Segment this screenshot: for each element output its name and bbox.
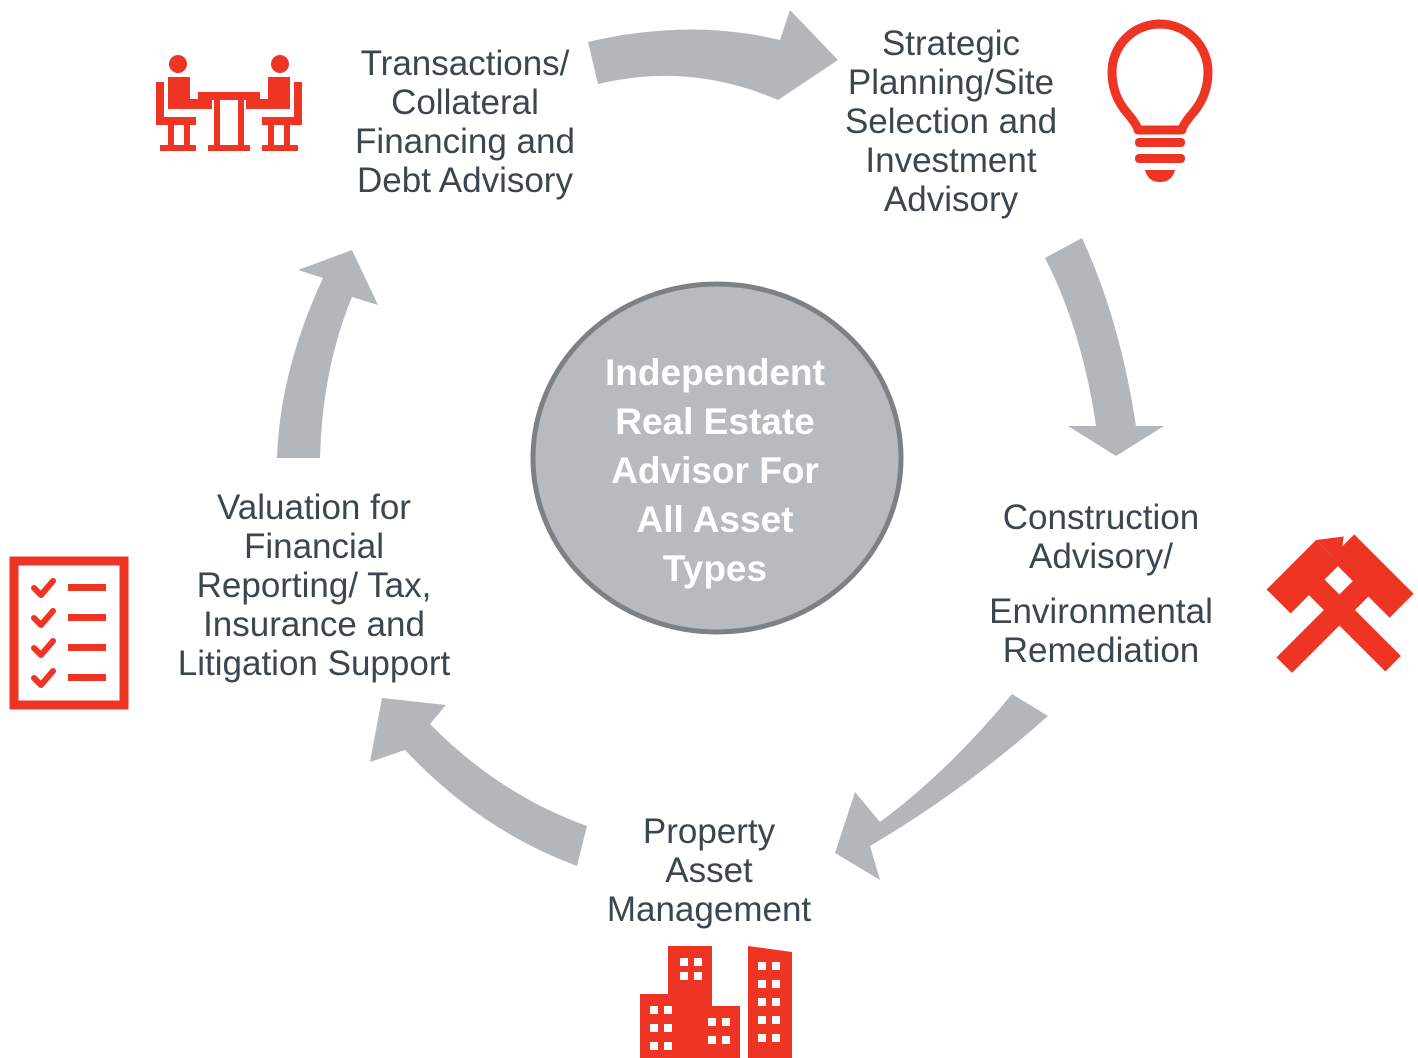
cycle-arrow-bottom-right (835, 694, 1048, 880)
construction-label: Construction Advisory/ Environmental Rem… (989, 498, 1213, 670)
cycle-arrow-top (588, 10, 838, 100)
hammers-icon (1266, 534, 1414, 673)
cycle-arrow-bottom-left (370, 698, 587, 866)
lightbulb-icon (1107, 19, 1213, 182)
meeting-people-icon (156, 55, 302, 151)
cycle-arrow-left (277, 250, 378, 458)
center-circle (530, 281, 904, 635)
checklist-icon (9, 556, 129, 710)
buildings-icon (640, 946, 792, 1058)
transactions-label: Transactions/ Collateral Financing and D… (355, 44, 575, 200)
property-label: Property Asset Management (606, 812, 812, 929)
valuation-label: Valuation for Financial Reporting/ Tax, … (177, 488, 451, 683)
center-title: Independent Real Estate Advisor For All … (605, 352, 825, 589)
strategic-label: Strategic Planning/Site Selection and In… (844, 24, 1058, 219)
cycle-arrow-right (1045, 238, 1164, 456)
